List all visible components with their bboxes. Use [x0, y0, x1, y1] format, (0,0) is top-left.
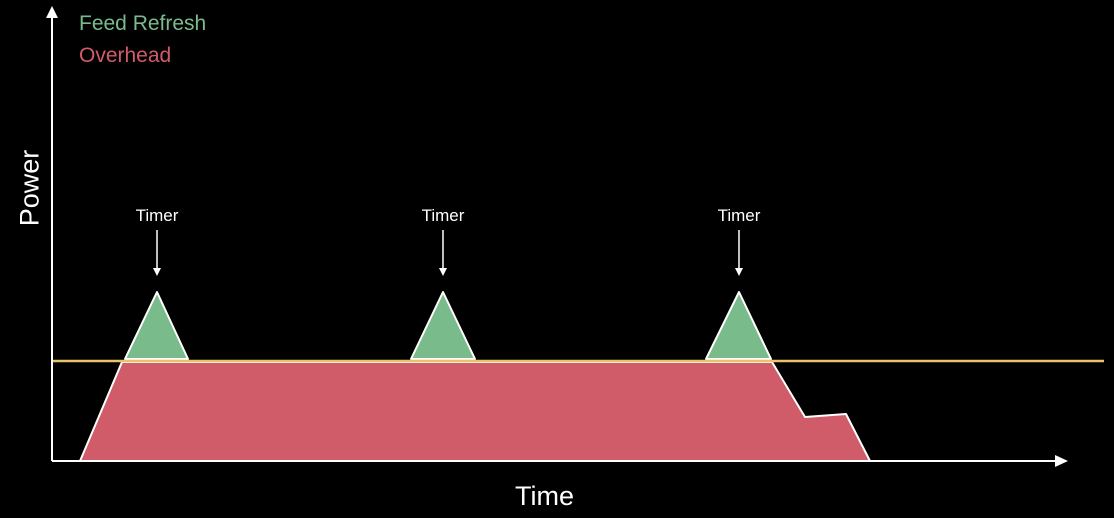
x-axis-arrow-icon [1055, 455, 1068, 467]
legend-feed-refresh: Feed Refresh [79, 12, 207, 35]
timer-label: Timer [718, 206, 761, 225]
timer-label: Timer [136, 206, 179, 225]
timer-arrow-icon [439, 268, 447, 276]
timer-label: Timer [422, 206, 465, 225]
overhead-area [79, 361, 871, 462]
y-axis-arrow-icon [46, 6, 58, 18]
x-axis-label: Time [515, 481, 574, 511]
timer-arrow-icon [735, 268, 743, 276]
feed-refresh-spike [124, 291, 189, 360]
feed-refresh-spike [410, 291, 476, 360]
timer-arrow-icon [153, 268, 161, 276]
feed-refresh-spike [705, 291, 772, 360]
legend-overhead: Overhead [79, 44, 172, 67]
